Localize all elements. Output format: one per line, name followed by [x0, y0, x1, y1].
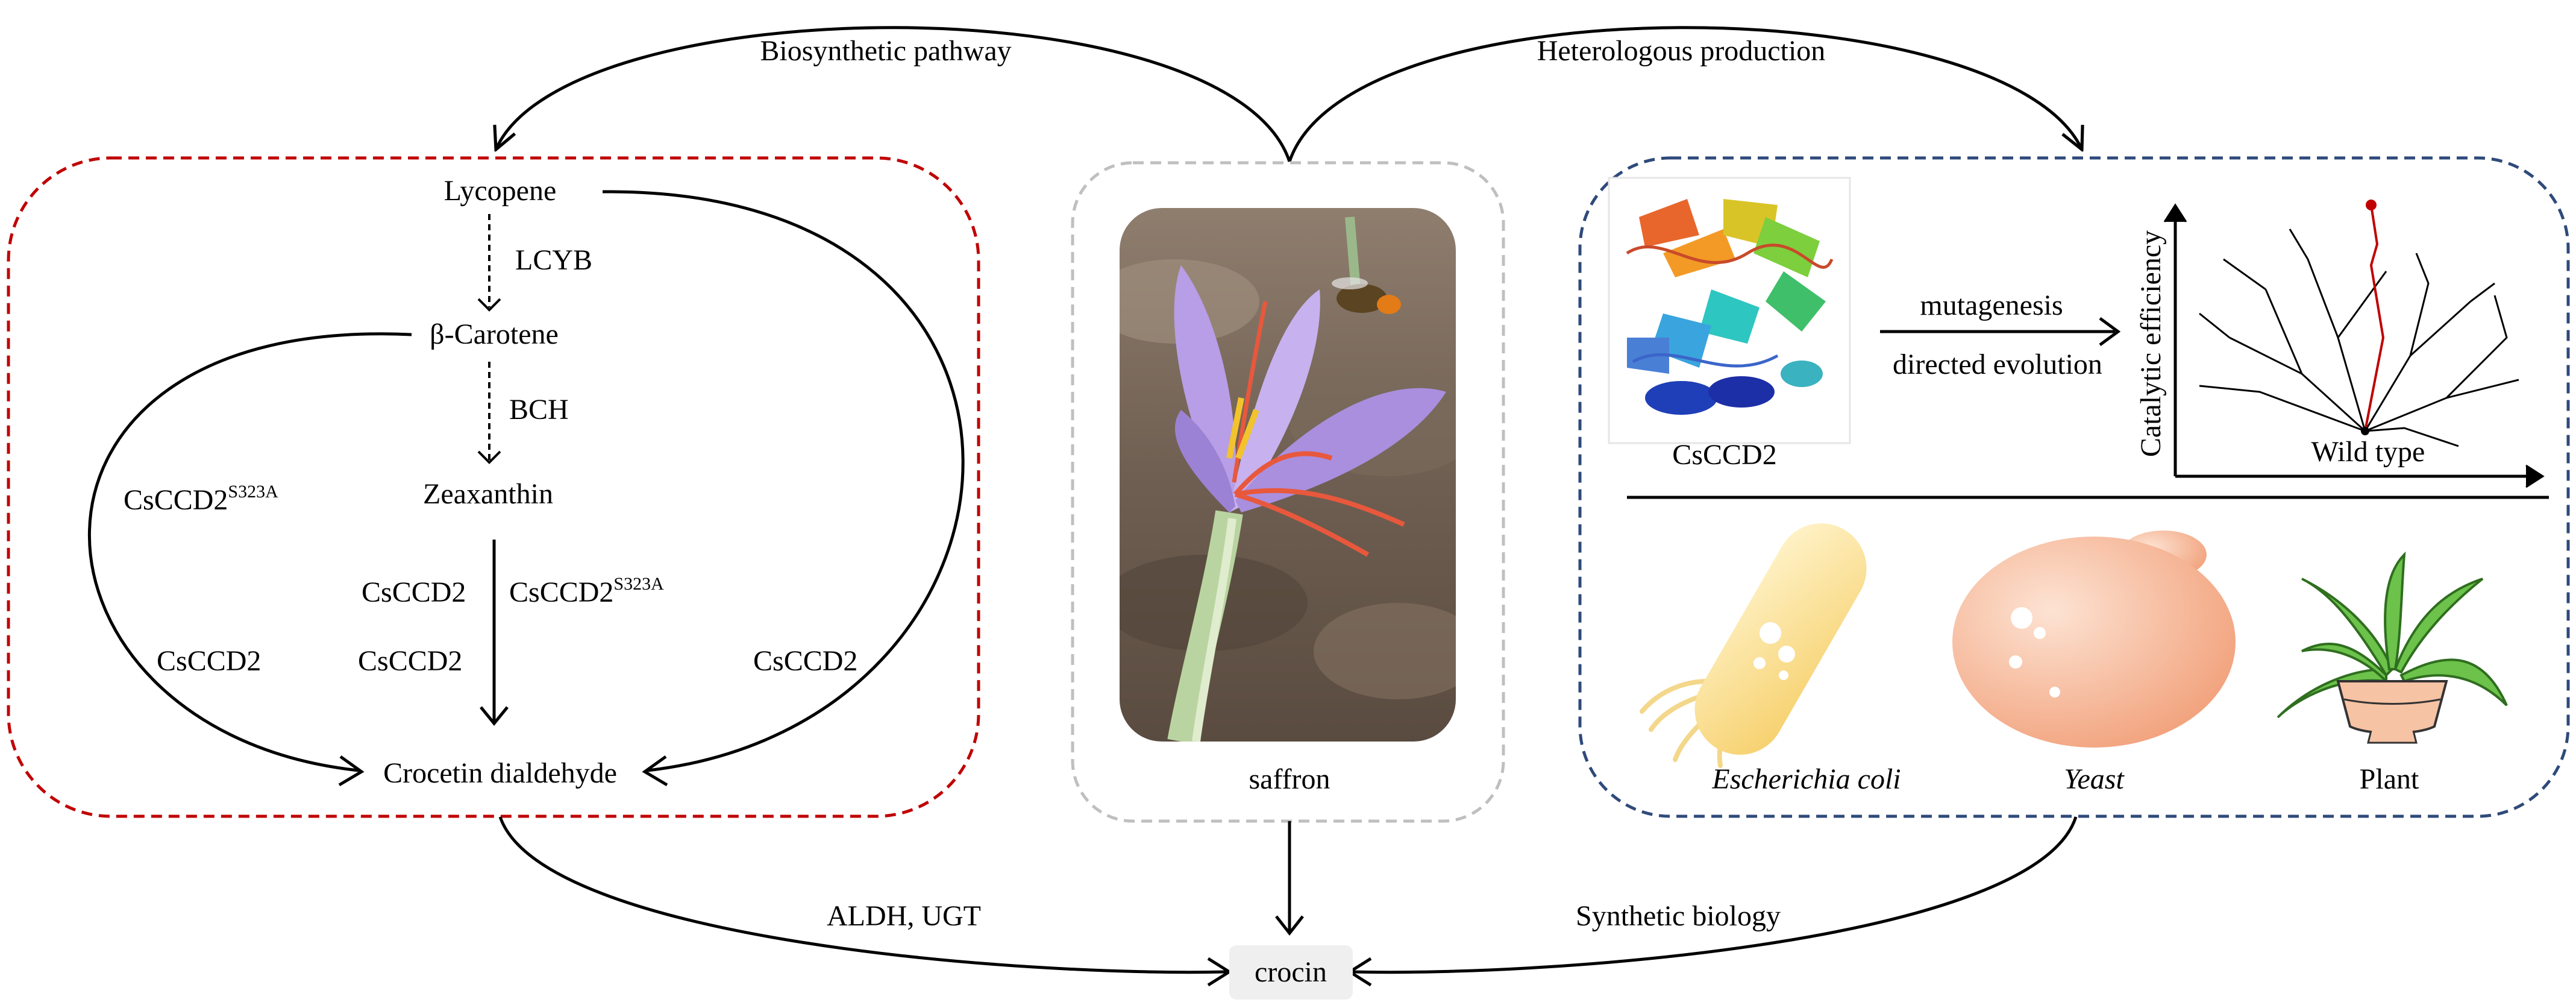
- saffron-photo: [1120, 208, 1456, 742]
- beta-carotene-to-crocetin-arc: [87, 332, 412, 772]
- lcyb-label: LCYB: [515, 244, 592, 276]
- cccd2-mutant-label-center: CsCCD2S323A: [509, 574, 664, 608]
- cccd2-protein-structure: [1608, 177, 1851, 444]
- aldh-ugt-label: ALDH, UGT: [827, 900, 981, 932]
- synthetic-biology-arc: [1352, 816, 2078, 974]
- cccd2-label-left: CsCCD2: [157, 645, 261, 677]
- plant-label: Plant: [2360, 763, 2419, 795]
- biosynthetic-pathway-arc: [496, 26, 1291, 162]
- ecoli-label: Escherichia coli: [1711, 763, 1901, 795]
- beta-carotene-label: β-Carotene: [430, 318, 559, 350]
- directed-evolution-label: directed evolution: [1893, 348, 2102, 380]
- cccd2-label-purple: CsCCD2: [362, 576, 466, 608]
- yeast-label: Yeast: [2064, 763, 2125, 795]
- lycopene-to-crocetin-arc: [602, 190, 965, 772]
- mutagenesis-label: mutagenesis: [1920, 289, 2063, 321]
- evolution-plot: [2163, 200, 2545, 488]
- y-axis-label: Catalytic efficiency: [2135, 230, 2167, 457]
- cccd2-mutant-label-left: CsCCD2S323A: [124, 482, 278, 516]
- yeast-icon: [1952, 531, 2236, 748]
- bch-label: BCH: [509, 394, 569, 426]
- zeaxanthin-label: Zeaxanthin: [423, 478, 553, 510]
- protein-label: CsCCD2: [1672, 439, 1776, 471]
- ecoli-icon: [1640, 523, 1867, 768]
- cccd2-label-right: CsCCD2: [753, 645, 857, 677]
- wild-type-label: Wild type: [2311, 436, 2425, 468]
- biosynthetic-pathway-label: Biosynthetic pathway: [760, 35, 1011, 67]
- saffron-label: saffron: [1249, 763, 1330, 795]
- lycopene-label: Lycopene: [444, 175, 557, 207]
- heterologous-production-label: Heterologous production: [1537, 35, 1826, 67]
- crocin-box: [1229, 945, 1353, 1000]
- biosynthetic-pathway-box: [7, 156, 980, 818]
- aldh-ugt-arc: [498, 816, 1227, 974]
- heterologous-production-arc: [1288, 26, 2082, 162]
- heterologous-production-box: [1578, 156, 2570, 818]
- plant-icon: [2277, 551, 2508, 744]
- crocetin-dialdehyde-label: Crocetin dialdehyde: [383, 757, 617, 789]
- cccd2-label-center: CsCCD2: [358, 645, 462, 677]
- crocin-label: crocin: [1255, 956, 1327, 988]
- synthetic-biology-label: Synthetic biology: [1576, 900, 1781, 932]
